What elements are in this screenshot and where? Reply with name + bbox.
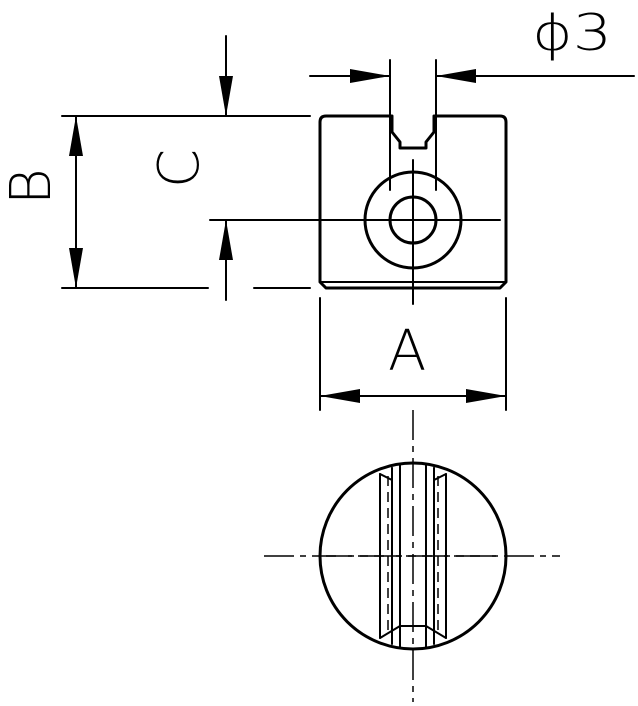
offset-arrow-top [219, 76, 233, 116]
block-outline [318, 114, 508, 290]
diameter-arrow-left [350, 69, 390, 83]
height-dimension [61, 115, 311, 289]
width-dimension [319, 297, 507, 411]
height-label: B [0, 168, 64, 205]
diameter-label: ϕ3 [532, 4, 612, 62]
diameter-arrow-right [436, 69, 476, 83]
diameter-dimension [309, 69, 635, 83]
front-view [209, 59, 508, 305]
bottom-view [264, 410, 560, 702]
width-label: A [388, 319, 426, 384]
width-arrow-right [466, 389, 506, 403]
height-arrow-top [69, 116, 83, 156]
height-arrow-bottom [69, 248, 83, 288]
width-arrow-left [320, 389, 360, 403]
offset-label: C [147, 149, 212, 188]
offset-arrow-bottom [219, 220, 233, 260]
offset-dimension [219, 35, 233, 301]
